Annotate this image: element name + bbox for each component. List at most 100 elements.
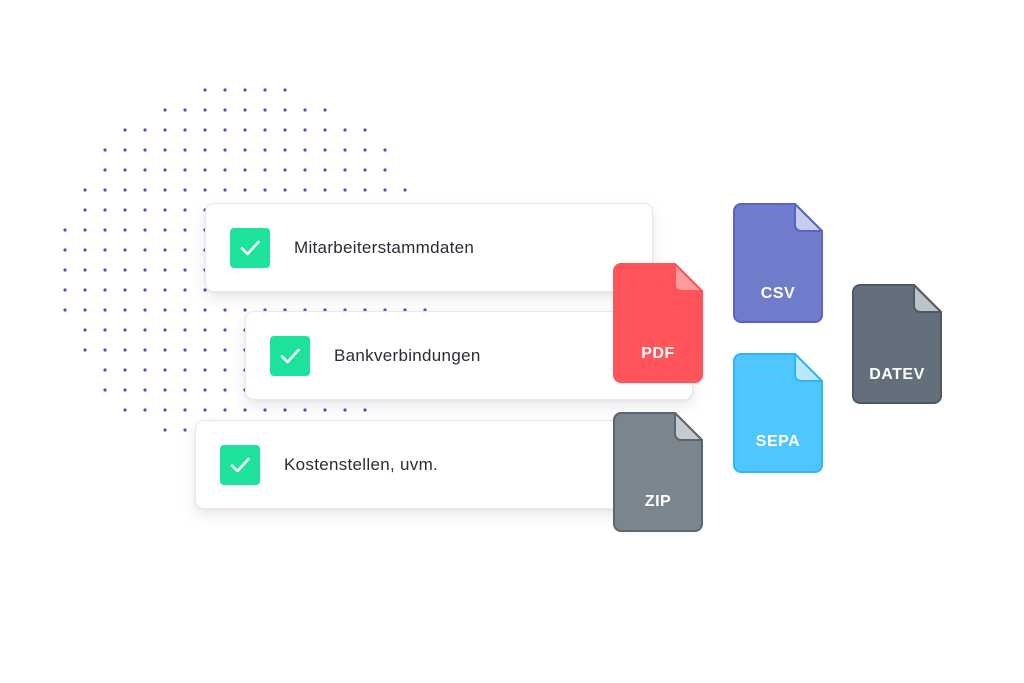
decorative-dot	[183, 308, 187, 312]
decorative-dot	[283, 108, 287, 112]
decorative-dot	[283, 408, 287, 412]
decorative-dot	[163, 268, 167, 272]
decorative-dot	[143, 408, 147, 412]
decorative-dot	[123, 228, 127, 232]
decorative-dot	[123, 148, 127, 152]
decorative-dot	[123, 128, 127, 132]
decorative-dot	[223, 348, 227, 352]
decorative-dot	[223, 128, 227, 132]
decorative-dot	[243, 88, 247, 92]
decorative-dot	[263, 128, 267, 132]
decorative-dot	[323, 308, 327, 312]
decorative-dot	[143, 348, 147, 352]
decorative-dot	[383, 168, 387, 172]
decorative-dot	[83, 308, 87, 312]
decorative-dot	[323, 408, 327, 412]
decorative-dot	[103, 348, 107, 352]
decorative-dot	[163, 248, 167, 252]
decorative-dot	[103, 208, 107, 212]
decorative-dot	[263, 308, 267, 312]
decorative-dot	[103, 308, 107, 312]
decorative-dot	[163, 308, 167, 312]
csv-file-icon: CSV	[733, 203, 823, 323]
sepa-file-icon: SEPA	[733, 353, 823, 473]
decorative-dot	[163, 348, 167, 352]
decorative-dot	[83, 288, 87, 292]
decorative-dot	[103, 168, 107, 172]
checkmark-icon	[220, 445, 260, 485]
decorative-dot	[103, 368, 107, 372]
decorative-dot	[403, 188, 407, 192]
decorative-dot	[163, 288, 167, 292]
decorative-dot	[383, 188, 387, 192]
decorative-dot	[263, 188, 267, 192]
decorative-dot	[303, 148, 307, 152]
decorative-dot	[123, 328, 127, 332]
decorative-dot	[363, 128, 367, 132]
decorative-dot	[363, 308, 367, 312]
decorative-dot	[183, 128, 187, 132]
decorative-dot	[183, 368, 187, 372]
decorative-dot	[203, 188, 207, 192]
decorative-dot	[123, 248, 127, 252]
decorative-dot	[283, 168, 287, 172]
decorative-dot	[183, 108, 187, 112]
file-type-label: DATEV	[869, 366, 925, 383]
decorative-dot	[183, 208, 187, 212]
decorative-dot	[143, 388, 147, 392]
decorative-dot	[283, 308, 287, 312]
decorative-dot	[143, 128, 147, 132]
checklist-item-label: Mitarbeiterstammdaten	[294, 238, 475, 257]
decorative-dot	[303, 128, 307, 132]
decorative-dot	[103, 288, 107, 292]
decorative-dot	[63, 308, 67, 312]
decorative-dot	[163, 168, 167, 172]
decorative-dot	[143, 308, 147, 312]
decorative-dot	[83, 268, 87, 272]
decorative-dot	[383, 148, 387, 152]
decorative-dot	[283, 148, 287, 152]
decorative-dot	[283, 188, 287, 192]
decorative-dot	[283, 128, 287, 132]
decorative-dot	[223, 168, 227, 172]
decorative-dot	[83, 328, 87, 332]
decorative-dot	[123, 268, 127, 272]
decorative-dot	[163, 388, 167, 392]
datev-file-icon: DATEV	[852, 284, 942, 404]
decorative-dot	[103, 228, 107, 232]
decorative-dot	[243, 308, 247, 312]
decorative-dot	[203, 288, 207, 292]
decorative-dot	[303, 308, 307, 312]
decorative-dot	[223, 88, 227, 92]
decorative-dot	[263, 408, 267, 412]
decorative-dot	[123, 308, 127, 312]
decorative-dot	[123, 288, 127, 292]
decorative-dot	[183, 248, 187, 252]
decorative-dot	[183, 348, 187, 352]
decorative-dot	[143, 228, 147, 232]
decorative-dot	[63, 288, 67, 292]
decorative-dot	[263, 168, 267, 172]
decorative-dot	[63, 248, 67, 252]
decorative-dot	[303, 408, 307, 412]
decorative-dot	[123, 168, 127, 172]
decorative-dot	[203, 348, 207, 352]
decorative-dot	[223, 308, 227, 312]
decorative-dot	[263, 108, 267, 112]
file-type-label: PDF	[641, 345, 675, 362]
decorative-dot	[183, 188, 187, 192]
checklist-item-label: Bankverbindungen	[334, 346, 481, 365]
decorative-dot	[183, 388, 187, 392]
decorative-dot	[183, 408, 187, 412]
decorative-dot	[123, 188, 127, 192]
decorative-dot	[203, 88, 207, 92]
decorative-dot	[203, 168, 207, 172]
decorative-dot	[83, 348, 87, 352]
decorative-dot	[123, 388, 127, 392]
decorative-dot	[363, 408, 367, 412]
decorative-dot	[143, 168, 147, 172]
decorative-dot	[103, 148, 107, 152]
checkbox-checked	[230, 228, 270, 268]
decorative-dot	[343, 128, 347, 132]
decorative-dot	[163, 408, 167, 412]
